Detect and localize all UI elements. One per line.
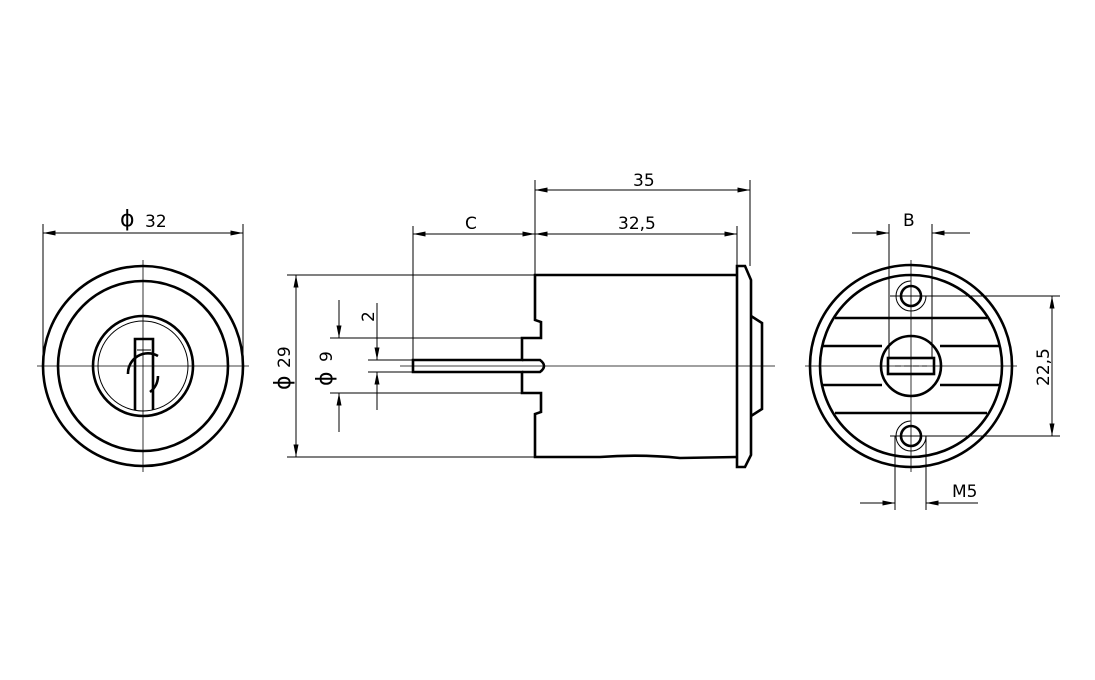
length-35-label: 35 [633,171,655,191]
cylinder-body [411,273,738,460]
keyway-slot [133,337,155,410]
length-32-5-label: 32,5 [618,214,656,234]
length-c-label: C [465,214,477,234]
side-view: 35 32,5 C ϕ 29 ϕ 9 2 [271,171,775,469]
diameter-32-label: 32 [145,212,167,232]
keyway-arc-2 [149,375,160,394]
thread-m5-label: M5 [952,482,977,502]
front-view: ϕ 32 [37,207,249,472]
diameter-symbol: ϕ [120,207,135,232]
diameter-29-label: 29 [275,346,295,368]
diameter-9-label: 9 [317,351,337,362]
diameter-29-symbol: ϕ [271,375,296,390]
diameter-9-symbol: ϕ [313,371,338,386]
hole-spacing-label: 22,5 [1034,348,1054,386]
slot-b-label: B [903,211,915,231]
rear-view: B 22,5 M5 [805,211,1060,510]
shaft-2-label: 2 [359,311,379,322]
flange [735,264,753,469]
